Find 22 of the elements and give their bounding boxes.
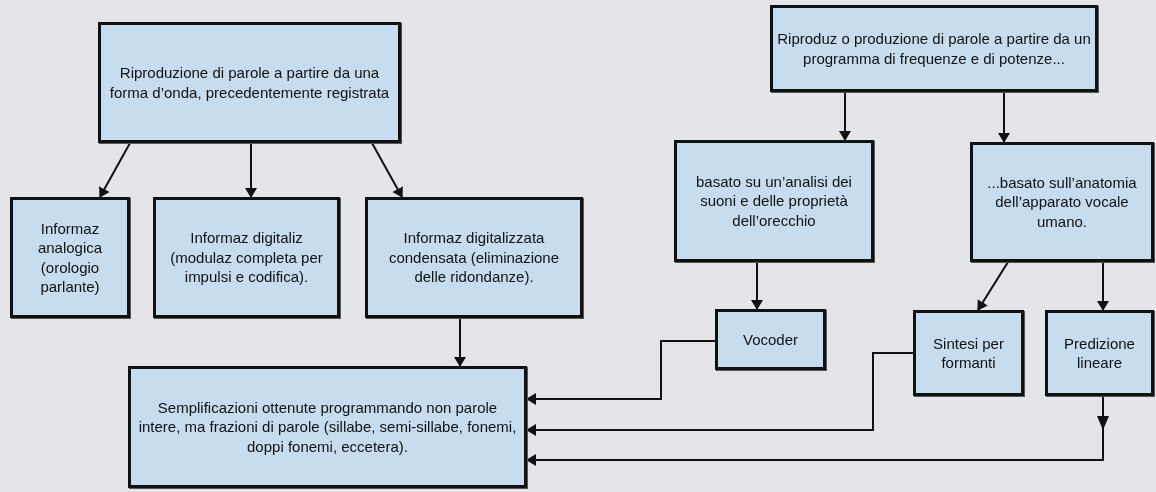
process-box <box>970 142 1154 262</box>
process-box <box>715 309 826 370</box>
process-box <box>913 310 1024 396</box>
box-text: Riproduz o produzione di parole a partire da un programma di frequenze e di potenze... <box>777 29 1091 68</box>
process-box <box>153 197 340 318</box>
box-text: basato su un’analisi dei suoni e delle proprietà dell’orecchio <box>695 171 853 231</box>
box-text: Informaz analogica (orologio parlante) <box>36 218 104 297</box>
process-box <box>98 22 401 143</box>
process-box <box>10 197 130 318</box>
box-text: ...basato sull’anatomia dell’apparato vocale umano. <box>986 172 1138 232</box>
box-text: Sintesi per formanti <box>932 333 1005 373</box>
box-text: Informaz digitalizzata condensata (eliminazione delle ridondanze). <box>387 228 561 287</box>
process-box <box>128 366 527 488</box>
process-box <box>365 197 583 318</box>
box-text: Semplificazioni ottenute programmando non parole intere, ma frazioni di parole (sillabe, semi-sillabe, fonemi, doppi fonemi, eccetera). <box>137 397 518 457</box>
box-text: Predizione lineare <box>1063 333 1136 373</box>
box-text: Vocoder <box>742 329 798 350</box>
process-box <box>770 5 1098 92</box>
box-text: Riproduzione di parole a partire da una forma d’onda, precedentemente registrata <box>108 63 391 102</box>
box-text: Informaz digitaliz (modulaz completa per impulsi e codifica). <box>169 228 324 287</box>
process-box <box>1045 310 1154 396</box>
process-box <box>674 140 874 262</box>
